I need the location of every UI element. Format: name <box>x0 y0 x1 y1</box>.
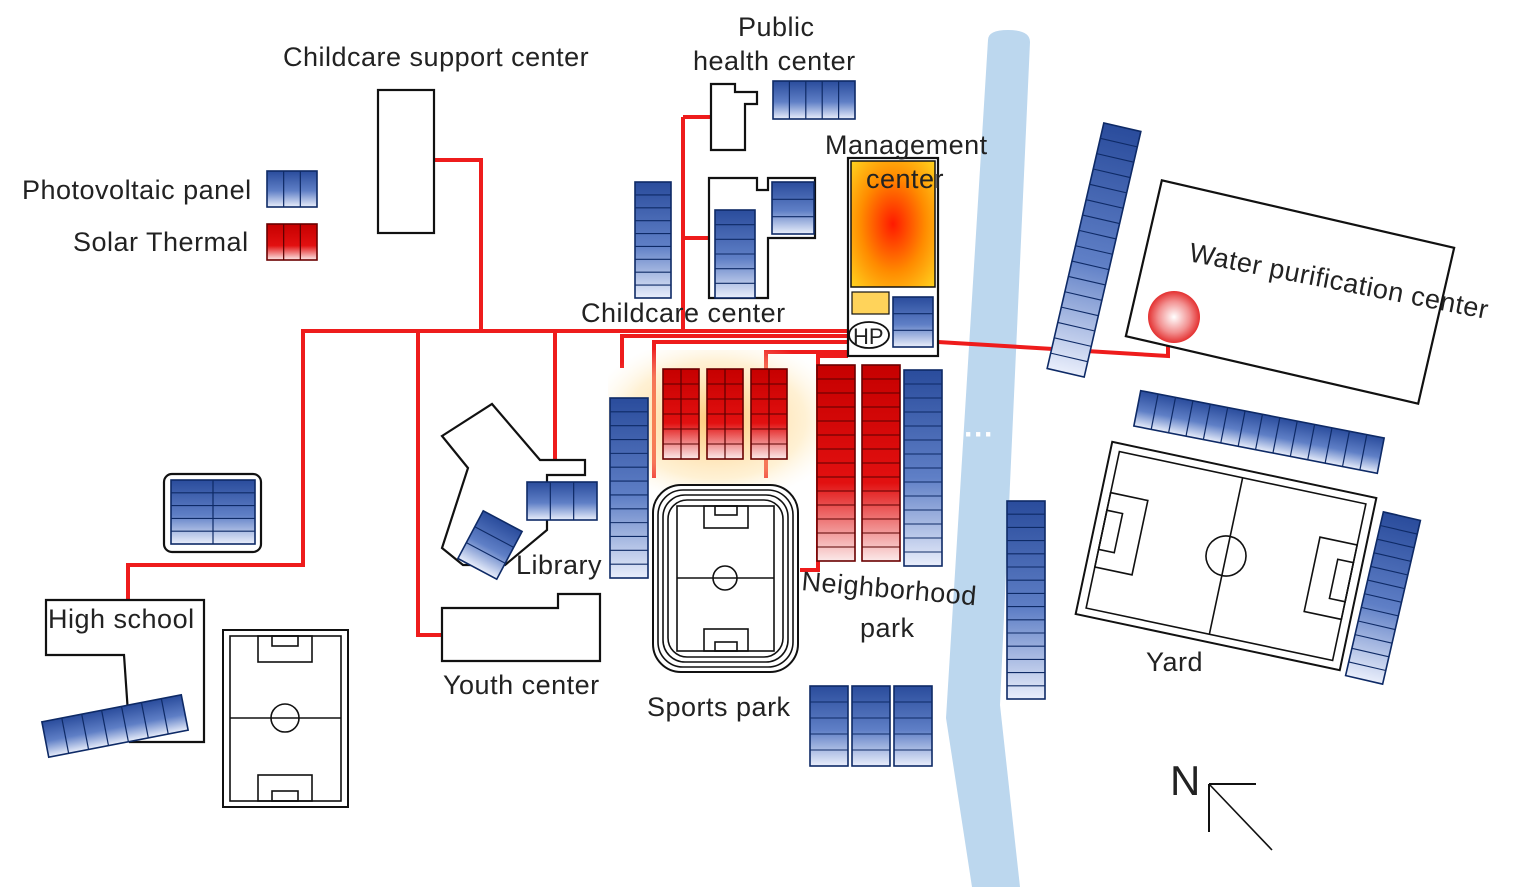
public-health-center-label-line2: health center <box>693 46 856 76</box>
library-pv-array-tilted <box>456 509 524 581</box>
sports-park-label: Sports park <box>647 692 791 722</box>
high-school-field <box>222 629 349 808</box>
yard-label: Yard <box>1146 647 1203 677</box>
management-pv-array <box>892 296 934 348</box>
water-center-storage-tank <box>1148 291 1200 343</box>
panel-arrays <box>40 80 1422 767</box>
high-school-pv-array-frame <box>170 479 256 545</box>
legend: Photovoltaic panel Solar Thermal <box>22 175 252 257</box>
childcare-pv-array-west <box>634 181 672 299</box>
sports-park-pv-array-west <box>609 397 649 579</box>
neighborhood-pv-array <box>903 369 943 567</box>
legend-st-label: Solar Thermal <box>73 227 249 257</box>
high-school-pv-array-tilted <box>40 693 190 759</box>
legend-pv-swatch <box>266 170 318 208</box>
solar-thermal-array-5 <box>861 364 901 562</box>
river-dots: ··· <box>964 418 994 451</box>
childcare-support-center-label: Childcare support center <box>283 42 589 72</box>
childcare-pv-array-roof-b <box>714 209 756 299</box>
library-pv-array-roof <box>526 481 598 521</box>
water-purification-center-building <box>1124 178 1456 406</box>
high-school-label: High school <box>48 604 195 634</box>
solar-thermal-array-1 <box>662 368 700 460</box>
management-center-label-line2: center <box>866 164 944 194</box>
solar-thermal-array-4 <box>816 364 856 562</box>
north-arrow: N <box>1170 757 1273 851</box>
management-small-storage <box>851 291 890 315</box>
heat-pump-marker <box>848 321 890 349</box>
river-east-pv-array-middle <box>1006 500 1046 700</box>
legend-pv-label: Photovoltaic panel <box>22 175 252 205</box>
public-health-center-label-line1: Public <box>738 12 815 42</box>
north-label: N <box>1170 757 1200 804</box>
management-center-label-line1: Management <box>825 130 988 160</box>
legend-st-swatch <box>266 223 318 261</box>
river-east-pv-array-north <box>1046 121 1142 379</box>
sports-park-pv-array-south-a <box>809 685 849 767</box>
childcare-support-center-building <box>376 88 436 235</box>
solar-thermal-array-2 <box>706 368 744 460</box>
heat-pump-label: HP <box>853 324 884 349</box>
yard-pv-array <box>1344 510 1422 686</box>
neighborhood-park-label-line1: Neighborhood <box>800 566 978 611</box>
public-health-pv-array <box>772 80 856 120</box>
library-label: Library <box>516 550 602 580</box>
neighborhood-park-label-line2: park <box>860 613 915 643</box>
management-heat-storage <box>850 160 936 288</box>
youth-center-building <box>440 592 602 663</box>
youth-center-label: Youth center <box>443 670 600 700</box>
yard-field <box>1074 440 1378 672</box>
sports-park-pv-array-south-b <box>851 685 891 767</box>
childcare-center-label: Childcare center <box>581 298 786 328</box>
river <box>946 30 1030 887</box>
childcare-pv-array-roof-a <box>771 181 815 235</box>
water-center-pv-array <box>1132 389 1386 475</box>
solar-thermal-array-3 <box>750 368 788 460</box>
sports-park-pv-array-south-c <box>893 685 933 767</box>
sports-park-stadium <box>652 484 799 673</box>
public-health-center-building <box>709 82 759 152</box>
